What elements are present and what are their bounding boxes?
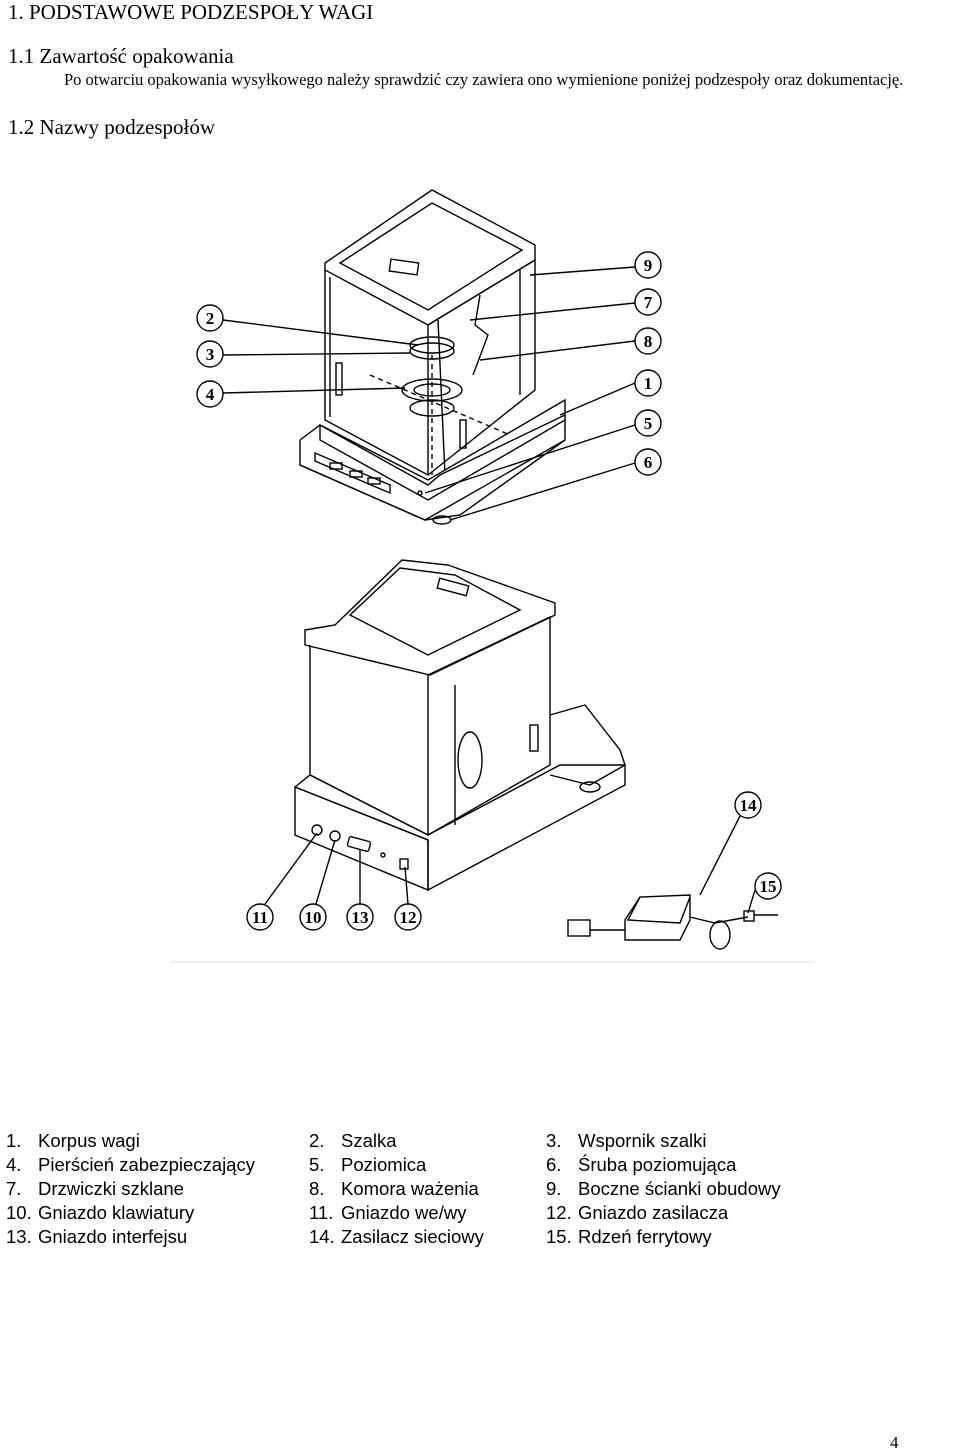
balance-front-drawing: [299, 189, 566, 525]
callout-2: 2: [196, 304, 419, 346]
svg-text:1: 1: [644, 374, 653, 393]
list-item: 12.Gniazdo zasilacza: [546, 1202, 729, 1223]
svg-text:15: 15: [760, 877, 777, 896]
callouts-bottom: 11 10 13 12 14 15: [246, 791, 782, 931]
balance-diagram: 2 3 4 9 7 8 1 5 6: [170, 175, 815, 965]
callout-6: 6: [449, 448, 662, 521]
list-item: 15.Rdzeń ferrytowy: [546, 1226, 712, 1247]
callout-8: 8: [479, 327, 662, 361]
list-item: 7.Drzwiczki szklane: [6, 1178, 184, 1199]
list-item: 1.Korpus wagi: [6, 1130, 140, 1151]
list-item: 3.Wspornik szalki: [546, 1130, 707, 1151]
page-number: 4: [890, 1433, 899, 1452]
list-item: 2.Szalka: [309, 1130, 397, 1151]
svg-text:6: 6: [644, 453, 653, 472]
callout-15: 15: [747, 872, 782, 914]
parts-column-3: 3.Wspornik szalki 6.Śruba poziomująca 9.…: [546, 1129, 781, 1249]
list-item: 6.Śruba poziomująca: [546, 1154, 737, 1175]
list-item: 8.Komora ważenia: [309, 1178, 479, 1199]
parts-column-1: 1.Korpus wagi 4.Pierścień zabezpieczając…: [6, 1129, 255, 1249]
svg-text:7: 7: [644, 293, 653, 312]
callout-7: 7: [469, 288, 662, 321]
svg-text:14: 14: [740, 796, 758, 815]
callout-9: 9: [529, 251, 662, 279]
svg-text:10: 10: [305, 908, 322, 927]
svg-text:12: 12: [400, 908, 417, 927]
list-item: 10.Gniazdo klawiatury: [6, 1202, 195, 1223]
section-intro-text: Po otwarciu opakowania wysyłkowego należ…: [64, 70, 904, 89]
balance-rear-drawing: [294, 559, 626, 892]
callout-3: 3: [196, 340, 411, 368]
parts-column-2: 2.Szalka 5.Poziomica 8.Komora ważenia 11…: [309, 1129, 484, 1249]
list-item: 5.Poziomica: [309, 1154, 427, 1175]
list-item: 14.Zasilacz sieciowy: [309, 1226, 484, 1247]
callout-14: 14: [699, 791, 762, 896]
callout-12: 12: [394, 866, 422, 931]
svg-text:9: 9: [644, 256, 653, 275]
section-title-contents: 1.1 Zawartość opakowania: [8, 44, 234, 68]
svg-text:11: 11: [252, 908, 268, 927]
power-adapter-drawing: [567, 894, 778, 950]
svg-text:8: 8: [644, 332, 653, 351]
callout-5: 5: [424, 409, 662, 494]
svg-text:5: 5: [644, 414, 653, 433]
list-item: 4.Pierścień zabezpieczający: [6, 1154, 255, 1175]
callout-4: 4: [196, 380, 406, 408]
list-item: 9.Boczne ścianki obudowy: [546, 1178, 781, 1199]
list-item: 11.Gniazdo we/wy: [309, 1202, 467, 1223]
svg-text:3: 3: [206, 345, 215, 364]
callouts-top: 2 3 4 9 7 8 1 5 6: [196, 251, 662, 521]
svg-text:2: 2: [206, 309, 215, 328]
list-item: 13.Gniazdo interfejsu: [6, 1226, 188, 1247]
section-title-part-names: 1.2 Nazwy podzespołów: [8, 115, 216, 139]
callout-1: 1: [559, 369, 662, 416]
callout-11: 11: [246, 832, 318, 931]
callout-10: 10: [299, 839, 336, 931]
svg-text:13: 13: [352, 908, 369, 927]
svg-text:4: 4: [206, 385, 215, 404]
chapter-heading: 1. PODSTAWOWE PODZESPOŁY WAGI: [8, 0, 374, 24]
callout-13: 13: [346, 849, 374, 931]
